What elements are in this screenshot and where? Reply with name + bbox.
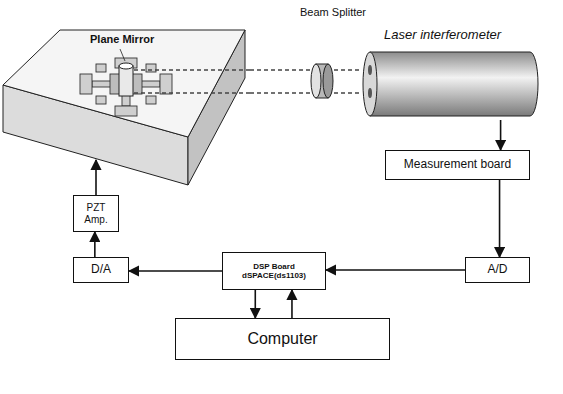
box-label: Measurement board — [404, 158, 511, 172]
signal-arrow — [500, 120, 502, 150]
laser-interferometer: Laser interferometer — [362, 26, 542, 120]
box-label: DSP Board dSPACE(ds1103) — [227, 262, 321, 280]
amplifier-box: PZT Amp. — [73, 195, 119, 232]
converter-box: D/A — [73, 257, 129, 283]
signal-arrow — [326, 269, 465, 271]
process-box: Measurement board — [385, 150, 530, 180]
flexure-hinge — [80, 58, 172, 116]
part-label: Beam Splitter — [300, 6, 366, 18]
laser-head — [363, 52, 538, 116]
plane-mirror-label: Plane Mirror — [90, 33, 154, 46]
signal-arrow — [291, 290, 293, 318]
box-label: D/A — [91, 263, 111, 277]
signal-arrow — [94, 232, 96, 257]
plane-mirror — [119, 63, 133, 96]
leader-line — [120, 49, 125, 61]
signal-arrow — [129, 270, 222, 272]
converter-box: A/D — [465, 257, 530, 283]
flexure-stage: Plane Mirror — [0, 22, 250, 160]
computer-box: Computer — [175, 318, 390, 360]
signal-arrow — [95, 160, 97, 195]
laser-beam — [250, 92, 362, 93]
box-label: PZT Amp. — [78, 202, 114, 225]
laser-beam — [134, 92, 250, 93]
instrument-label: Laser interferometer — [384, 28, 501, 43]
beam-splitter-symbol — [311, 64, 333, 98]
laser-beam — [250, 69, 362, 70]
signal-arrow — [499, 180, 501, 257]
laser-beam — [134, 69, 250, 70]
box-label: Computer — [247, 330, 317, 348]
box-label: A/D — [487, 263, 507, 277]
stage-slab — [3, 30, 245, 185]
dsp-box: DSP Board dSPACE(ds1103) — [222, 252, 326, 290]
signal-arrow — [254, 290, 256, 318]
